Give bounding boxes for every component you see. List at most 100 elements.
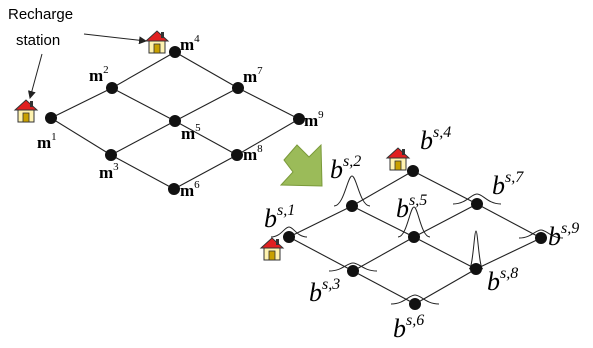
left-label-sup: 9 (318, 109, 324, 121)
left-node-m5 (169, 115, 181, 127)
left-label-base: m (243, 67, 257, 86)
right-label-base: b (420, 126, 433, 155)
left-label-m5: m5 (181, 122, 201, 143)
right-edge (475, 237, 542, 270)
annotation-arrow-to-m4 (83, 33, 147, 45)
left-graph-edges (50, 51, 300, 190)
left-edge (174, 120, 238, 156)
recharge-station-icons (13, 30, 411, 261)
left-label-sup: 3 (113, 161, 119, 173)
right-edge (288, 236, 354, 272)
left-edge (111, 87, 176, 122)
belief-curve-9 (518, 229, 564, 239)
belief-curves (270, 175, 564, 305)
left-edge (174, 51, 239, 89)
right-label-sup: s,9 (561, 220, 579, 237)
right-label-sup: s,3 (322, 276, 340, 293)
left-label-sup: 5 (195, 122, 201, 134)
right-label-base: b (487, 267, 500, 296)
left-edge (236, 118, 300, 156)
right-label-sup: s,1 (277, 202, 295, 219)
left-edge (110, 120, 176, 156)
right-edge (476, 203, 542, 239)
right-label-base: b (264, 204, 277, 233)
left-label-m4: m4 (180, 33, 200, 54)
left-label-base: m (304, 111, 318, 130)
right-label-base: b (393, 314, 406, 343)
right-edge (414, 268, 477, 305)
belief-curve-7 (452, 193, 502, 205)
right-label-b3: bs,3 (309, 276, 340, 307)
right-edge (413, 203, 478, 238)
right-label-b6: bs,6 (393, 312, 424, 343)
left-label-m3: m3 (99, 161, 119, 182)
right-label-b9: bs,9 (548, 220, 579, 251)
right-label-sup: s,5 (409, 192, 427, 209)
right-node-b9 (535, 232, 547, 244)
left-edge (111, 51, 176, 89)
transition-arrow-icon (279, 143, 323, 187)
right-label-base: b (396, 194, 409, 223)
belief-curve-1 (270, 226, 308, 238)
right-label-sup: s,4 (433, 124, 451, 141)
left-label-sup: 7 (257, 65, 263, 77)
right-node-b4 (407, 165, 419, 177)
right-node-b2 (346, 200, 358, 212)
left-label-base: m (89, 66, 103, 85)
belief-curve-3 (328, 262, 378, 272)
left-node-m7 (232, 82, 244, 94)
right-edge (351, 170, 414, 207)
left-label-m1: m1 (37, 131, 57, 152)
right-node-b7 (471, 198, 483, 210)
left-label-base: m (181, 124, 195, 143)
right-label-b4: bs,4 (420, 124, 451, 155)
left-label-m6: m6 (180, 179, 200, 200)
left-label-sup: 8 (257, 143, 263, 155)
right-node-b6 (409, 298, 421, 310)
left-label-sup: 2 (103, 64, 109, 76)
left-label-sup: 1 (51, 131, 57, 143)
left-label-base: m (37, 133, 51, 152)
right-label-base: b (548, 222, 561, 251)
right-label-sup: s,6 (406, 312, 424, 329)
left-edge (110, 154, 175, 190)
right-label-sup: s,8 (500, 265, 518, 282)
right-label-base: b (330, 155, 343, 184)
right-label-b2: bs,2 (330, 153, 361, 184)
left-label-sup: 4 (194, 33, 200, 45)
right-edge (288, 205, 353, 238)
right-label-b1: bs,1 (264, 202, 295, 233)
left-edge (237, 87, 300, 120)
left-edge (50, 87, 113, 119)
left-node-m9 (293, 113, 305, 125)
right-edge (412, 170, 478, 205)
right-edge (352, 270, 416, 305)
right-node-b1 (283, 231, 295, 243)
left-label-base: m (180, 181, 194, 200)
right-node-b3 (347, 265, 359, 277)
right-label-sup: s,2 (343, 153, 361, 170)
belief-curve-5 (397, 206, 431, 238)
right-node-b8 (470, 263, 482, 275)
left-node-m4 (169, 46, 181, 58)
house-icon-b4 (385, 147, 411, 171)
node-labels: m1m2m3m4m5m6m7m8m9bs,1bs,2bs,3bs,4bs,5bs… (37, 33, 579, 343)
left-node-m8 (231, 149, 243, 161)
house-icon-m1 (13, 99, 39, 123)
right-label-base: b (492, 171, 505, 200)
left-label-m7: m7 (243, 65, 263, 86)
right-label-base: b (309, 278, 322, 307)
annotation-arrow-to-m1 (27, 53, 43, 99)
left-label-m2: m2 (89, 64, 109, 85)
left-label-base: m (243, 145, 257, 164)
left-edge (174, 87, 239, 122)
left-label-base: m (99, 163, 113, 182)
belief-curve-8 (468, 230, 484, 270)
right-graph-edges (288, 170, 542, 305)
annotation-line-2: station (16, 32, 60, 49)
right-node-b5 (408, 231, 420, 243)
left-node-m1 (45, 112, 57, 124)
left-edge (173, 154, 238, 190)
left-label-sup: 6 (194, 179, 200, 191)
